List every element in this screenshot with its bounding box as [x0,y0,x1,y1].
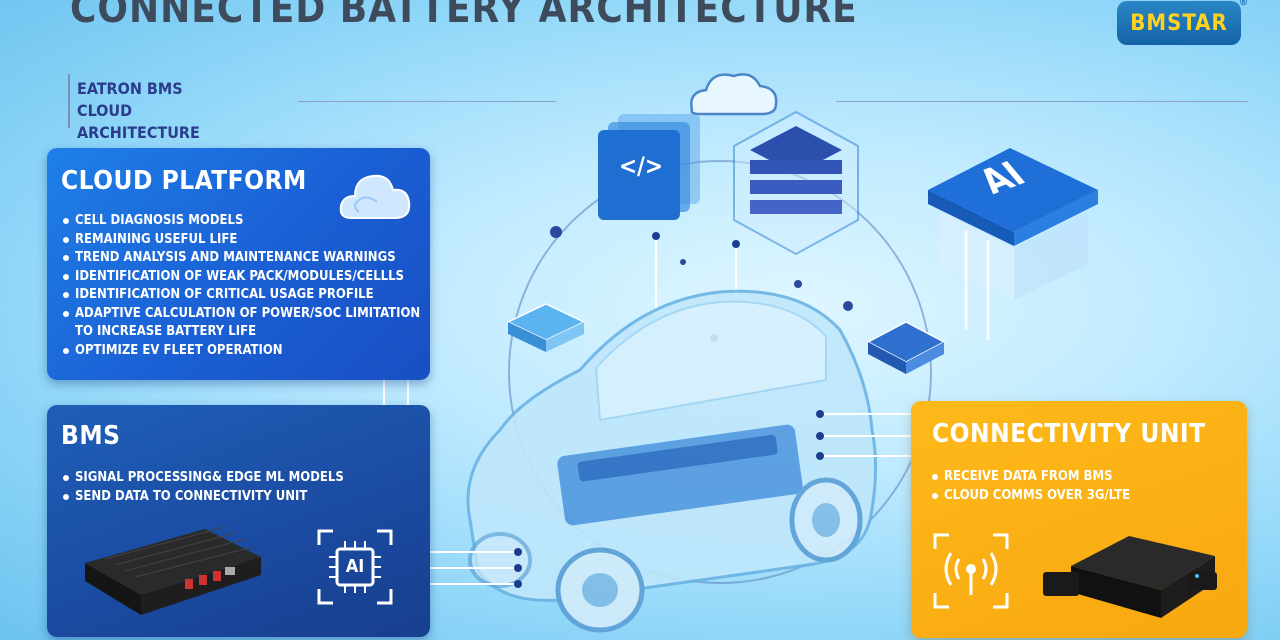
subtitle-divider-right [836,101,1248,102]
ai-chip-icon: AI [315,527,395,607]
code-icon: </> [618,152,664,180]
cloud-platform-title: CLOUD PLATFORM [61,166,307,196]
data-links-connectivity [816,410,912,460]
connectivity-unit-title: CONNECTIVITY UNIT [932,419,1206,449]
list-item: CELL DIAGNOSIS MODELS [63,212,425,231]
list-item: REMAINING USEFUL LIFE [63,231,425,250]
page-title: CONNECTED BATTERY ARCHITECTURE [70,0,858,32]
bms-panel: BMS SIGNAL PROCESSING& EDGE ML MODELS SE… [47,405,430,637]
connectivity-unit-panel: CONNECTIVITY UNIT RECEIVE DATA FROM BMS … [911,401,1247,638]
list-item: IDENTIFICATION OF CRITICAL USAGE PROFILE [63,286,425,305]
bms-title: BMS [61,421,121,451]
ai-chip-label: AI [345,556,365,577]
bms-device-icon [85,526,261,615]
list-item: TREND ANALYSIS AND MAINTENANCE WARNINGS [63,249,425,268]
subtitle-divider-left [298,101,556,102]
electric-car-illustration [466,289,878,633]
cloud-platform-panel: CLOUD PLATFORM CELL DIAGNOSIS MODELS REM… [47,148,430,380]
ai-server-icon [928,148,1098,340]
antenna-signal-icon [933,533,1009,609]
logo-text: BMSTAR [1130,10,1228,36]
registered-mark: ® [1239,0,1249,8]
code-window-icon [598,114,700,220]
list-item: ADAPTIVE CALCULATION OF POWER/SOC LIMITA… [63,305,425,342]
list-item: SIGNAL PROCESSING& EDGE ML MODELS [63,469,344,488]
subtitle: EATRON BMS CLOUD ARCHITECTURE [77,79,200,142]
subtitle-block: EATRON BMS CLOUD ARCHITECTURE [68,74,303,142]
list-item: IDENTIFICATION OF WEAK PACK/MODULES/CELL… [63,268,425,287]
list-item: CLOUD COMMS OVER 3G/LTE [932,487,1130,506]
connectivity-device-icon [1043,536,1217,618]
orbit-ring [508,160,932,584]
connectivity-unit-list: RECEIVE DATA FROM BMS CLOUD COMMS OVER 3… [932,468,1130,505]
database-cube-icon [733,110,859,256]
bmstar-logo: BMSTAR ® [1117,0,1248,45]
list-item: OPTIMIZE EV FLEET OPERATION [63,342,425,361]
cloud-icon [339,174,411,219]
cloud-platform-list: CELL DIAGNOSIS MODELS REMAINING USEFUL L… [63,212,425,360]
list-item: SEND DATA TO CONNECTIVITY UNIT [63,488,344,507]
top-cloud-icon [690,73,778,116]
bms-list: SIGNAL PROCESSING& EDGE ML MODELS SEND D… [63,469,344,506]
list-item: RECEIVE DATA FROM BMS [932,468,1130,487]
